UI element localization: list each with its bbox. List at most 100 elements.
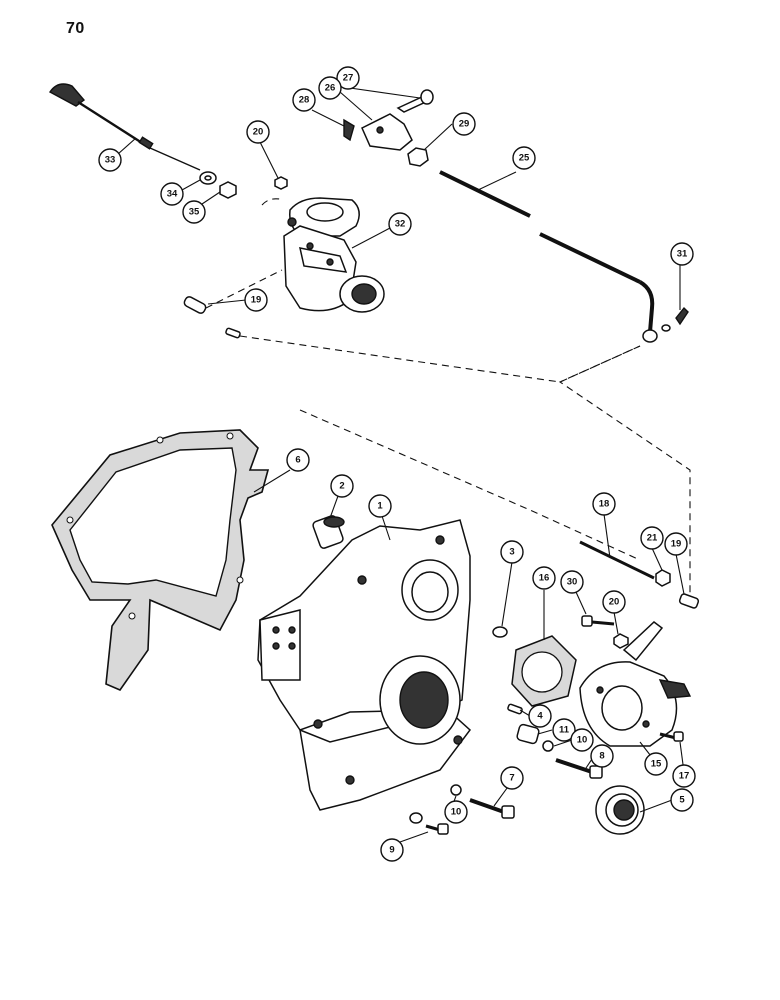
- leader-19b: [675, 553, 685, 595]
- leader-11: [537, 729, 553, 735]
- callout-17: 17: [672, 764, 696, 788]
- svg-text:20: 20: [253, 127, 264, 138]
- svg-text:10: 10: [577, 735, 588, 746]
- part-bolt-30: [581, 615, 615, 627]
- part-pin-small: [225, 327, 241, 339]
- svg-text:25: 25: [519, 153, 530, 164]
- part-washer-3: [492, 626, 508, 638]
- leader-20a: [259, 141, 279, 179]
- callout-10-lower: 10: [444, 800, 468, 824]
- part-clevis-assembly: [343, 89, 434, 167]
- svg-text:32: 32: [395, 219, 406, 230]
- part-carburetor: [283, 197, 385, 313]
- part-gasket-16: [511, 635, 577, 707]
- leader-25: [477, 171, 517, 191]
- svg-text:15: 15: [651, 759, 662, 770]
- leader-32: [351, 227, 391, 249]
- callout-1: 1: [368, 494, 392, 518]
- leader-30: [575, 591, 587, 615]
- callout-25: 25: [512, 146, 536, 170]
- leader-29: [423, 123, 453, 151]
- callout-20-upper: 20: [246, 120, 270, 144]
- svg-text:5: 5: [679, 795, 685, 806]
- svg-text:3: 3: [509, 547, 514, 558]
- part-governor: [579, 621, 692, 747]
- callout-4: 4: [528, 704, 552, 728]
- part-pin-4: [507, 703, 523, 715]
- part-nut-20-lower: [613, 633, 629, 649]
- callout-9: 9: [380, 838, 404, 862]
- callout-15: 15: [644, 752, 668, 776]
- callout-26: 26: [318, 76, 342, 100]
- part-cap-screw-9: [425, 823, 449, 835]
- part-lockwasher-10-upper: [542, 740, 554, 752]
- svg-text:19: 19: [251, 295, 262, 306]
- callout-33: 33: [98, 148, 122, 172]
- callout-31: 31: [670, 242, 694, 266]
- callout-3: 3: [500, 540, 524, 564]
- leader-4: [519, 709, 531, 717]
- part-bolt-17: [659, 731, 684, 742]
- part-choke-rod: [48, 83, 201, 171]
- leader-33: [117, 137, 137, 155]
- svg-text:17: 17: [679, 771, 690, 782]
- alignment-line-carb: [261, 198, 285, 206]
- alignment-line-linkage: [239, 335, 641, 383]
- leader-5: [639, 799, 673, 813]
- svg-text:31: 31: [677, 249, 688, 260]
- svg-text:11: 11: [559, 725, 570, 736]
- leader-35: [201, 191, 221, 205]
- leader-10a: [553, 739, 573, 747]
- callout-27: 27: [336, 66, 360, 90]
- leader-34: [181, 179, 201, 191]
- leader-19a: [207, 299, 247, 305]
- part-bushing-11: [516, 723, 540, 745]
- leader-9: [399, 831, 429, 843]
- callout-20-lower: 20: [602, 590, 626, 614]
- leader-3: [501, 561, 513, 627]
- svg-text:16: 16: [539, 573, 550, 584]
- svg-text:10: 10: [451, 807, 462, 818]
- svg-text:1: 1: [377, 501, 383, 512]
- svg-text:7: 7: [509, 773, 514, 784]
- svg-text:2: 2: [339, 481, 344, 492]
- part-washer-31: [661, 324, 671, 332]
- svg-text:4: 4: [537, 711, 543, 722]
- callout-16: 16: [532, 566, 556, 590]
- leader-6: [253, 469, 291, 493]
- callout-10-upper: 10: [570, 728, 594, 752]
- alignment-line-carb-lower: [205, 269, 283, 309]
- part-pin-19-upper: [183, 296, 207, 314]
- part-oil-seal-5: [595, 785, 645, 835]
- svg-text:8: 8: [599, 751, 604, 762]
- callout-34: 34: [160, 182, 184, 206]
- callout-8: 8: [590, 744, 614, 768]
- callout-21: 21: [640, 526, 664, 550]
- part-lockwasher-10-lower: [450, 784, 462, 796]
- leader-1: [381, 515, 391, 541]
- part-bolt-7: [469, 798, 515, 819]
- leader-2: [329, 495, 339, 519]
- part-throttle-rod: [439, 170, 689, 343]
- leader-20b: [613, 611, 619, 635]
- svg-text:18: 18: [599, 499, 610, 510]
- svg-text:21: 21: [647, 533, 658, 544]
- svg-text:6: 6: [295, 455, 300, 466]
- callout-28: 28: [292, 88, 316, 112]
- svg-text:33: 33: [105, 155, 116, 166]
- callout-30: 30: [560, 570, 584, 594]
- leader-18: [603, 513, 611, 559]
- part-washer-34-hole: [204, 175, 212, 181]
- svg-text:20: 20: [609, 597, 620, 608]
- svg-text:29: 29: [459, 119, 470, 130]
- callout-19-upper: 19: [244, 288, 268, 312]
- callout-7: 7: [500, 766, 524, 790]
- svg-text:35: 35: [189, 207, 200, 218]
- page-number: 70: [66, 20, 85, 37]
- svg-text:9: 9: [389, 845, 394, 856]
- part-gasket: [51, 429, 270, 691]
- alignment-line-long: [558, 345, 691, 600]
- part-bushing-2: [312, 515, 345, 549]
- svg-text:28: 28: [299, 95, 310, 106]
